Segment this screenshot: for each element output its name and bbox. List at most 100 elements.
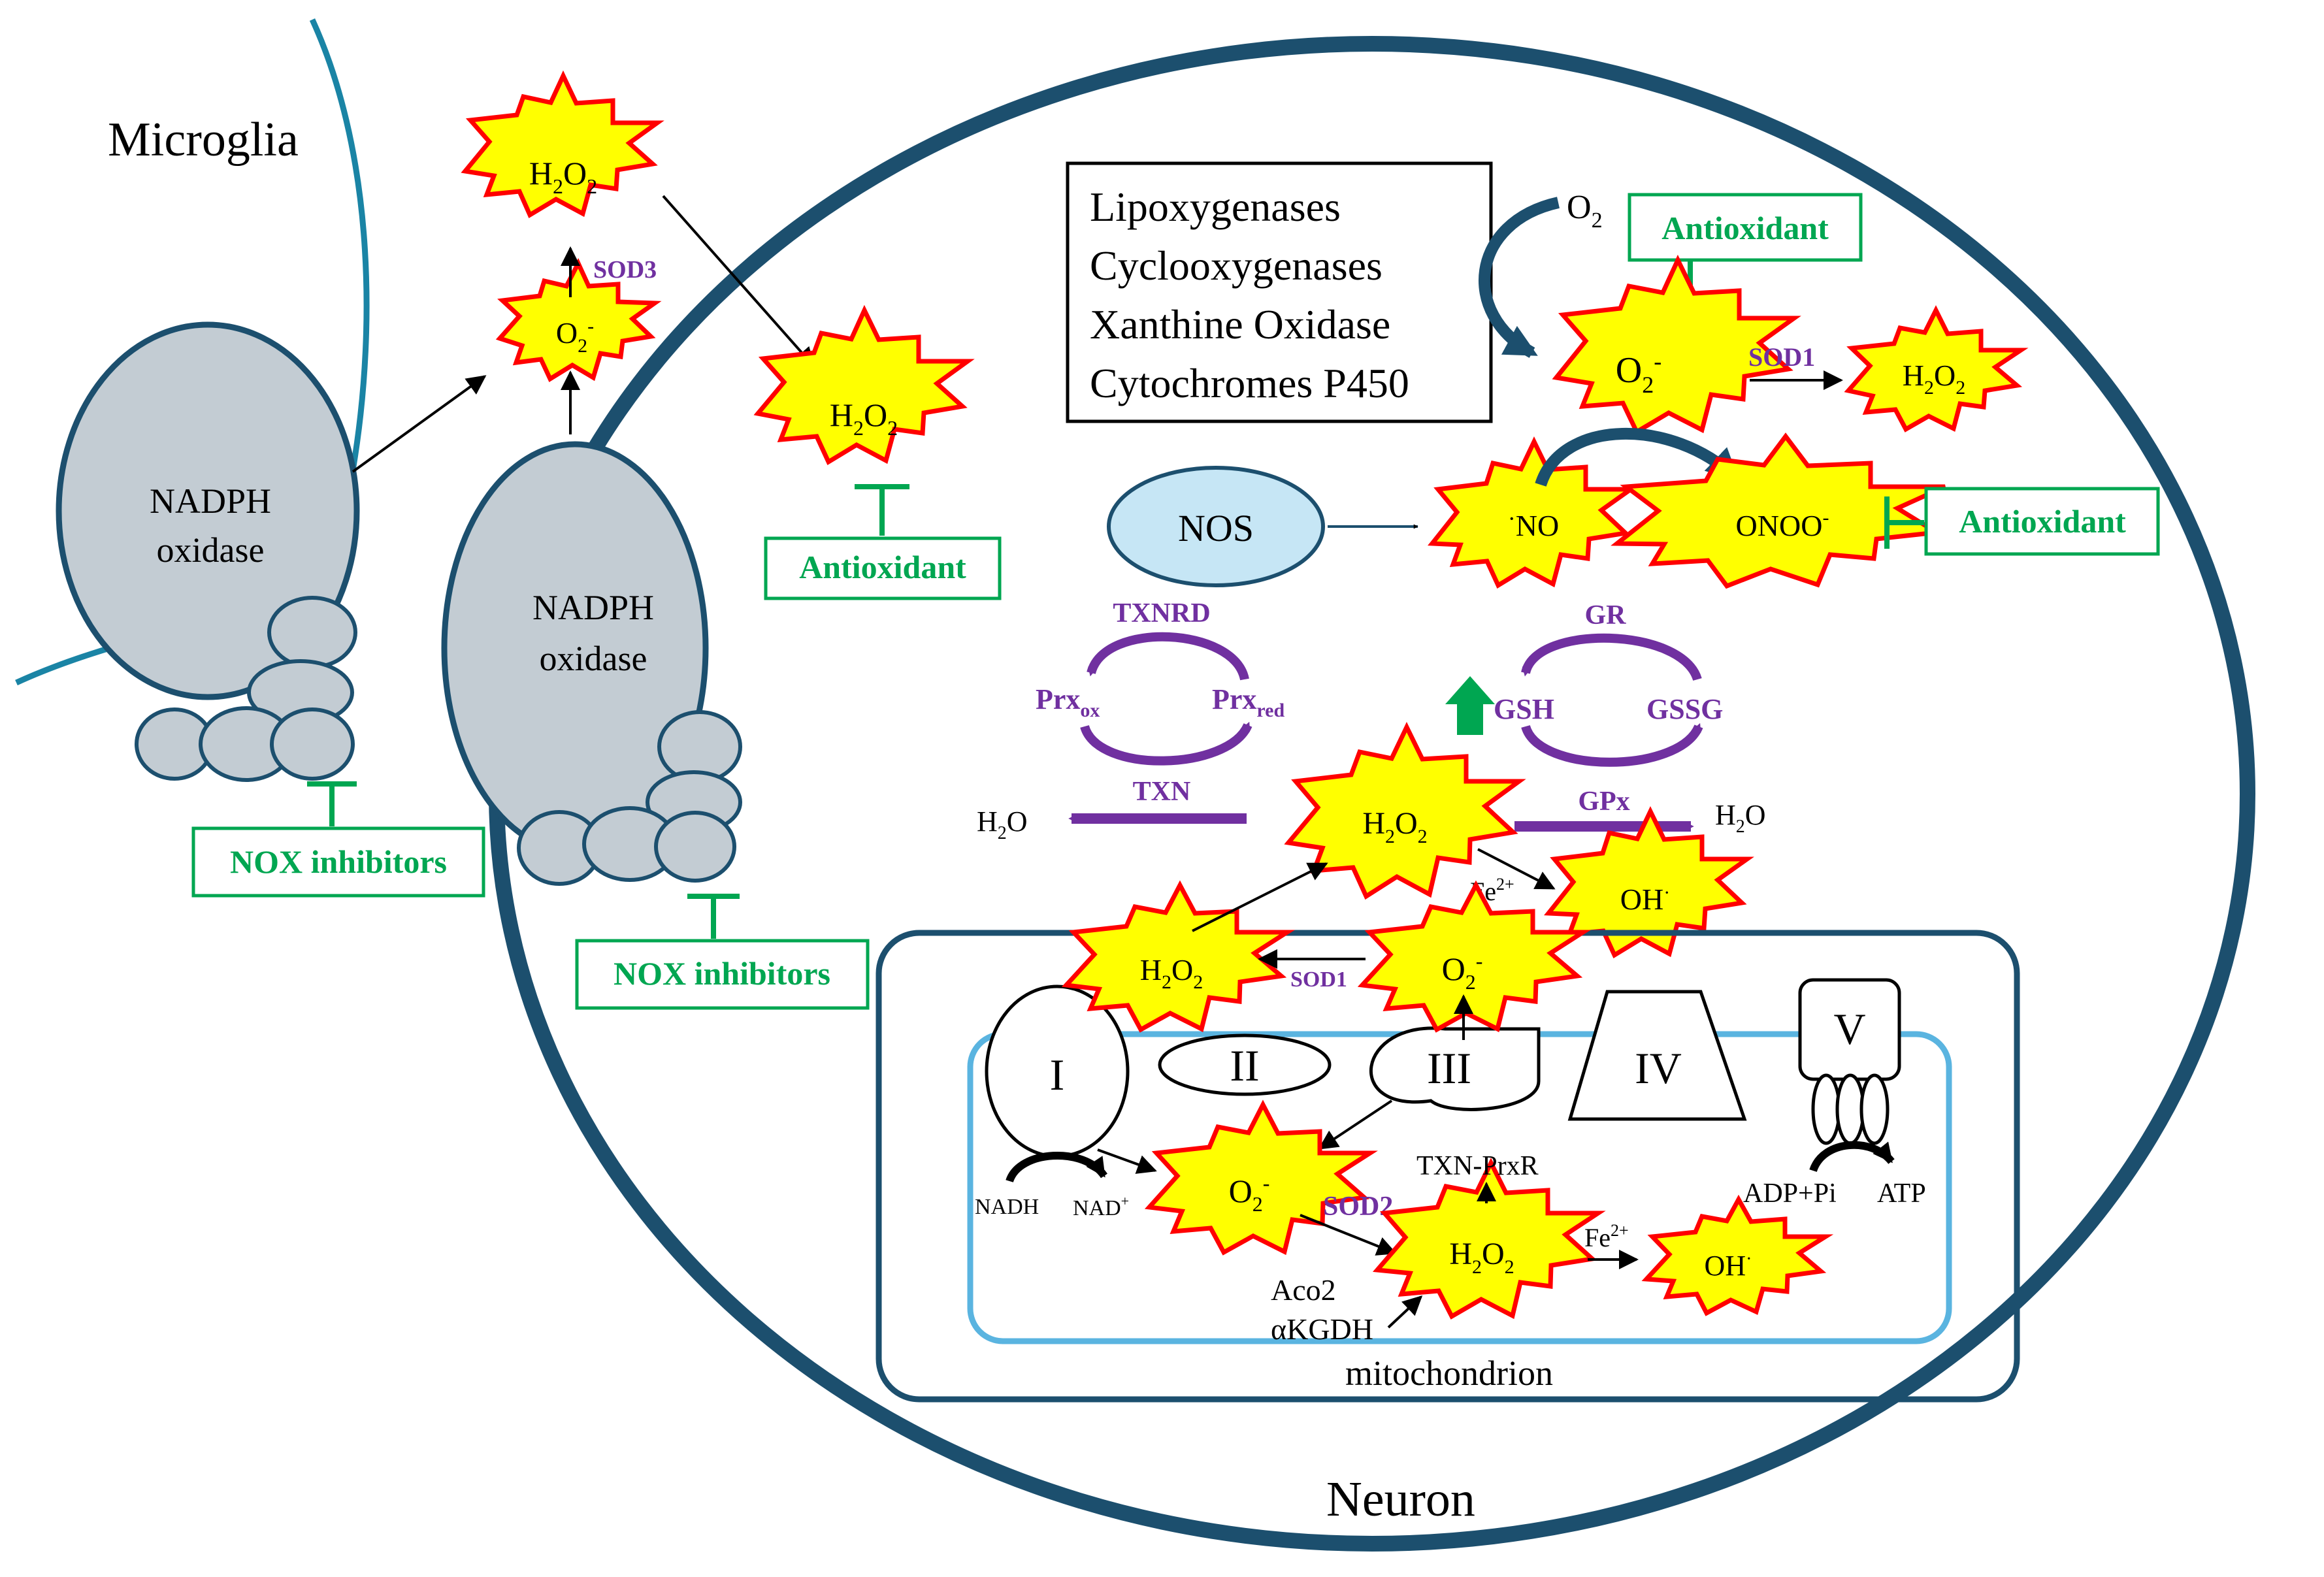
svg-text:H2O2: H2O2: [830, 397, 898, 440]
h2o2-intermembrane: H2O2: [1061, 880, 1295, 1033]
svg-text:ONOO-: ONOO-: [1736, 507, 1829, 542]
antioxidant-membrane: Antioxidant: [764, 484, 1002, 600]
neuron-label: Neuron: [1326, 1472, 1475, 1527]
arrow-aco2-to-h2o2: [1387, 1295, 1423, 1329]
svg-text:Antioxidant: Antioxidant: [1661, 210, 1829, 246]
peroxynitrite: ONOO-: [1611, 432, 1946, 589]
svg-text:Lipoxygenases: Lipoxygenases: [1090, 184, 1341, 230]
microglia-label: Microglia: [108, 113, 299, 167]
svg-text:oxidase: oxidase: [157, 530, 265, 570]
svg-text:H2O2: H2O2: [529, 155, 597, 198]
arrow-h2o2-into-neuron: [662, 195, 815, 368]
svg-text:OH·: OH·: [1705, 1249, 1752, 1282]
nadh-arrow: [1006, 1151, 1107, 1183]
arrow-no-to-peroxynitrite: [1535, 427, 1740, 487]
gpx-label: GPx: [1578, 787, 1629, 817]
svg-text:O2-: O2-: [556, 316, 594, 357]
nox-inhibitor-neuron: NOX inhibitors: [575, 894, 870, 1010]
nos-enzyme: NOS: [1107, 466, 1325, 587]
aco2-label: Aco2: [1271, 1273, 1336, 1307]
up-arrow-icon: [1445, 676, 1495, 735]
svg-text:IV: IV: [1635, 1043, 1682, 1093]
nadph-oxidase-neuron: NADPH oxidase: [441, 441, 742, 886]
h2o2-membrane: H2O2: [753, 304, 975, 466]
arrow-complex-i-to-o2: [1097, 1148, 1157, 1174]
svg-text:O2-: O2-: [1616, 348, 1661, 398]
svg-text:·NO: ·NO: [1508, 506, 1559, 542]
txnrd-label: TXNRD: [1113, 598, 1210, 628]
arrow-nox-to-o2: [352, 375, 487, 473]
h2o2-cytosol-center: H2O2: [1284, 721, 1526, 900]
complex-v: V: [1798, 978, 1901, 1173]
sod1-top-label: SOD1: [1748, 342, 1815, 372]
sod3-label: SOD3: [593, 256, 657, 284]
svg-text:NADPH: NADPH: [150, 481, 271, 521]
svg-text:III: III: [1427, 1043, 1471, 1093]
nad-label: NAD+: [1073, 1193, 1129, 1220]
sod2-label: SOD2: [1323, 1192, 1393, 1222]
arrow-h2o2-to-oh: [1477, 848, 1556, 890]
arrow-complex-iii-to-matrix-o2: [1318, 1099, 1393, 1150]
txn-cycle-arc: [1080, 721, 1252, 766]
gr-cycle-arc: [1521, 633, 1702, 681]
h2o2-matrix: H2O2: [1372, 1158, 1606, 1320]
gssg-label: GSSG: [1646, 693, 1723, 725]
prx-red: Prxred: [1212, 683, 1285, 721]
complex-i: I: [985, 984, 1130, 1158]
akgdh-label: αKGDH: [1271, 1312, 1373, 1346]
svg-text:I: I: [1050, 1050, 1065, 1099]
sod1-mito-label: SOD1: [1290, 967, 1347, 992]
svg-text:NOX inhibitors: NOX inhibitors: [614, 955, 830, 992]
svg-text:NOX inhibitors: NOX inhibitors: [230, 843, 447, 880]
svg-text:Xanthine Oxidase: Xanthine Oxidase: [1090, 301, 1390, 348]
nitric-oxide: ·NO: [1428, 436, 1638, 589]
superoxide-extracellular: O2-: [495, 257, 662, 383]
gpx-cycle-arc: [1521, 723, 1703, 767]
svg-text:OH·: OH·: [1620, 882, 1670, 916]
svg-text:NOS: NOS: [1178, 507, 1254, 549]
superoxide-intermembrane: O2-: [1357, 880, 1591, 1033]
oxygen-label: O2: [1567, 189, 1603, 233]
nox-inhibitor-microglia: NOX inhibitors: [191, 781, 485, 898]
oxygen-reduction-arrow: [1479, 197, 1560, 358]
fe-label-matrix: Fe2+: [1584, 1221, 1629, 1252]
water-left: H2O: [977, 805, 1028, 843]
water-right: H2O: [1715, 799, 1766, 837]
nadph-oxidase-microglia: NADPH oxidase: [56, 321, 360, 782]
nadh-label: NADH: [975, 1195, 1039, 1219]
complex-iii: III: [1369, 1026, 1541, 1111]
complex-iv: IV: [1567, 990, 1747, 1121]
svg-text:NADPH: NADPH: [532, 588, 654, 627]
superoxide-cytosol: O2-: [1552, 254, 1801, 435]
complex-ii: II: [1158, 1033, 1332, 1096]
antioxidant-peroxynitrite: Antioxidant: [1884, 487, 2160, 556]
svg-text:oxidase: oxidase: [540, 639, 647, 678]
svg-text:H2O2: H2O2: [1449, 1237, 1514, 1278]
txn-prxr-label: TXN-PrxR: [1416, 1151, 1539, 1181]
svg-text:H2O2: H2O2: [1362, 806, 1427, 847]
adp-label: ADP+Pi: [1743, 1179, 1837, 1209]
h2o2-extracellular: H2O2: [461, 70, 664, 219]
hydroxyl-radical-matrix: OH·: [1641, 1194, 1834, 1316]
gr-label: GR: [1585, 600, 1627, 630]
mitochondrion-label: mitochondrion: [1345, 1354, 1553, 1393]
txn-label: TXN: [1133, 777, 1191, 807]
superoxide-matrix: O2-: [1144, 1099, 1378, 1256]
svg-text:Antioxidant: Antioxidant: [799, 549, 966, 585]
arrow-sod2: [1300, 1214, 1397, 1256]
svg-text:Cyclooxygenases: Cyclooxygenases: [1090, 242, 1383, 289]
arrow-h2o2-out-of-mito: [1192, 862, 1328, 932]
h2o2-cytosol-top: H2O2: [1844, 305, 2029, 432]
svg-text:O2-: O2-: [1229, 1171, 1270, 1216]
svg-text:Antioxidant: Antioxidant: [1959, 503, 2126, 540]
svg-text:Cytochromes P450: Cytochromes P450: [1090, 360, 1409, 406]
svg-text:V: V: [1833, 1004, 1865, 1054]
antioxidant-top: Antioxidant: [1628, 193, 1863, 308]
gsh-label: GSH: [1494, 693, 1554, 725]
svg-text:H2O2: H2O2: [1903, 359, 1965, 398]
svg-text:H2O2: H2O2: [1140, 953, 1203, 993]
svg-text:O2-: O2-: [1442, 949, 1483, 994]
prx-ox: Prxox: [1036, 683, 1100, 721]
enzyme-source-box: Lipoxygenases Cyclooxygenases Xanthine O…: [1066, 161, 1493, 423]
